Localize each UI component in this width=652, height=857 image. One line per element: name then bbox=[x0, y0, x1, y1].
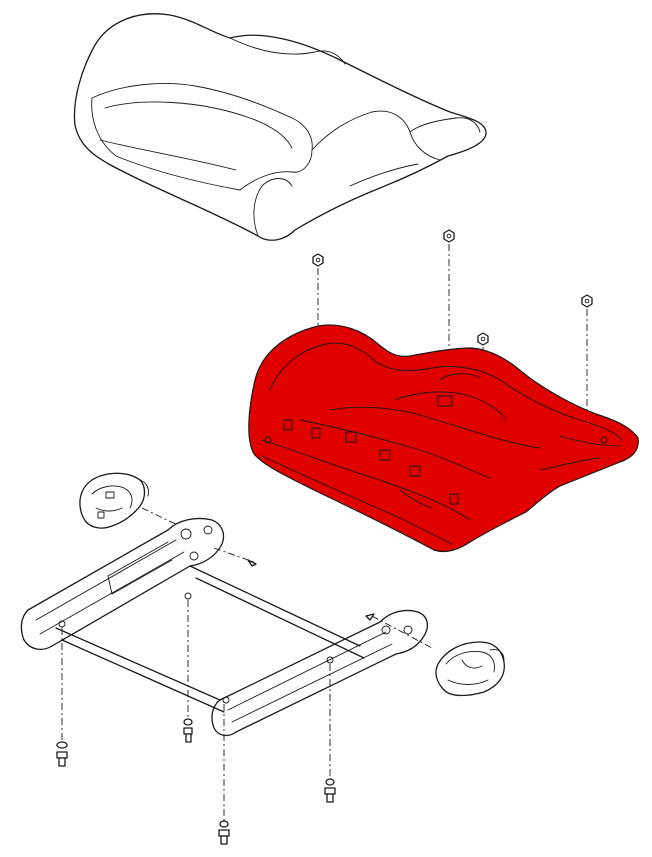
seat-pan bbox=[248, 324, 639, 553]
seat-pan-body bbox=[248, 324, 639, 553]
clip bbox=[365, 613, 375, 621]
front-trim-cover bbox=[435, 641, 505, 697]
rear-trim-cover bbox=[79, 472, 189, 531]
bolt bbox=[183, 718, 193, 743]
nut bbox=[581, 294, 593, 420]
bolt-group bbox=[56, 718, 336, 845]
clip bbox=[247, 559, 257, 567]
bolt bbox=[218, 820, 230, 845]
seat-frame bbox=[20, 517, 433, 822]
seat-cushion-pad bbox=[73, 13, 487, 241]
bolt bbox=[56, 741, 68, 767]
bolt bbox=[324, 778, 336, 803]
